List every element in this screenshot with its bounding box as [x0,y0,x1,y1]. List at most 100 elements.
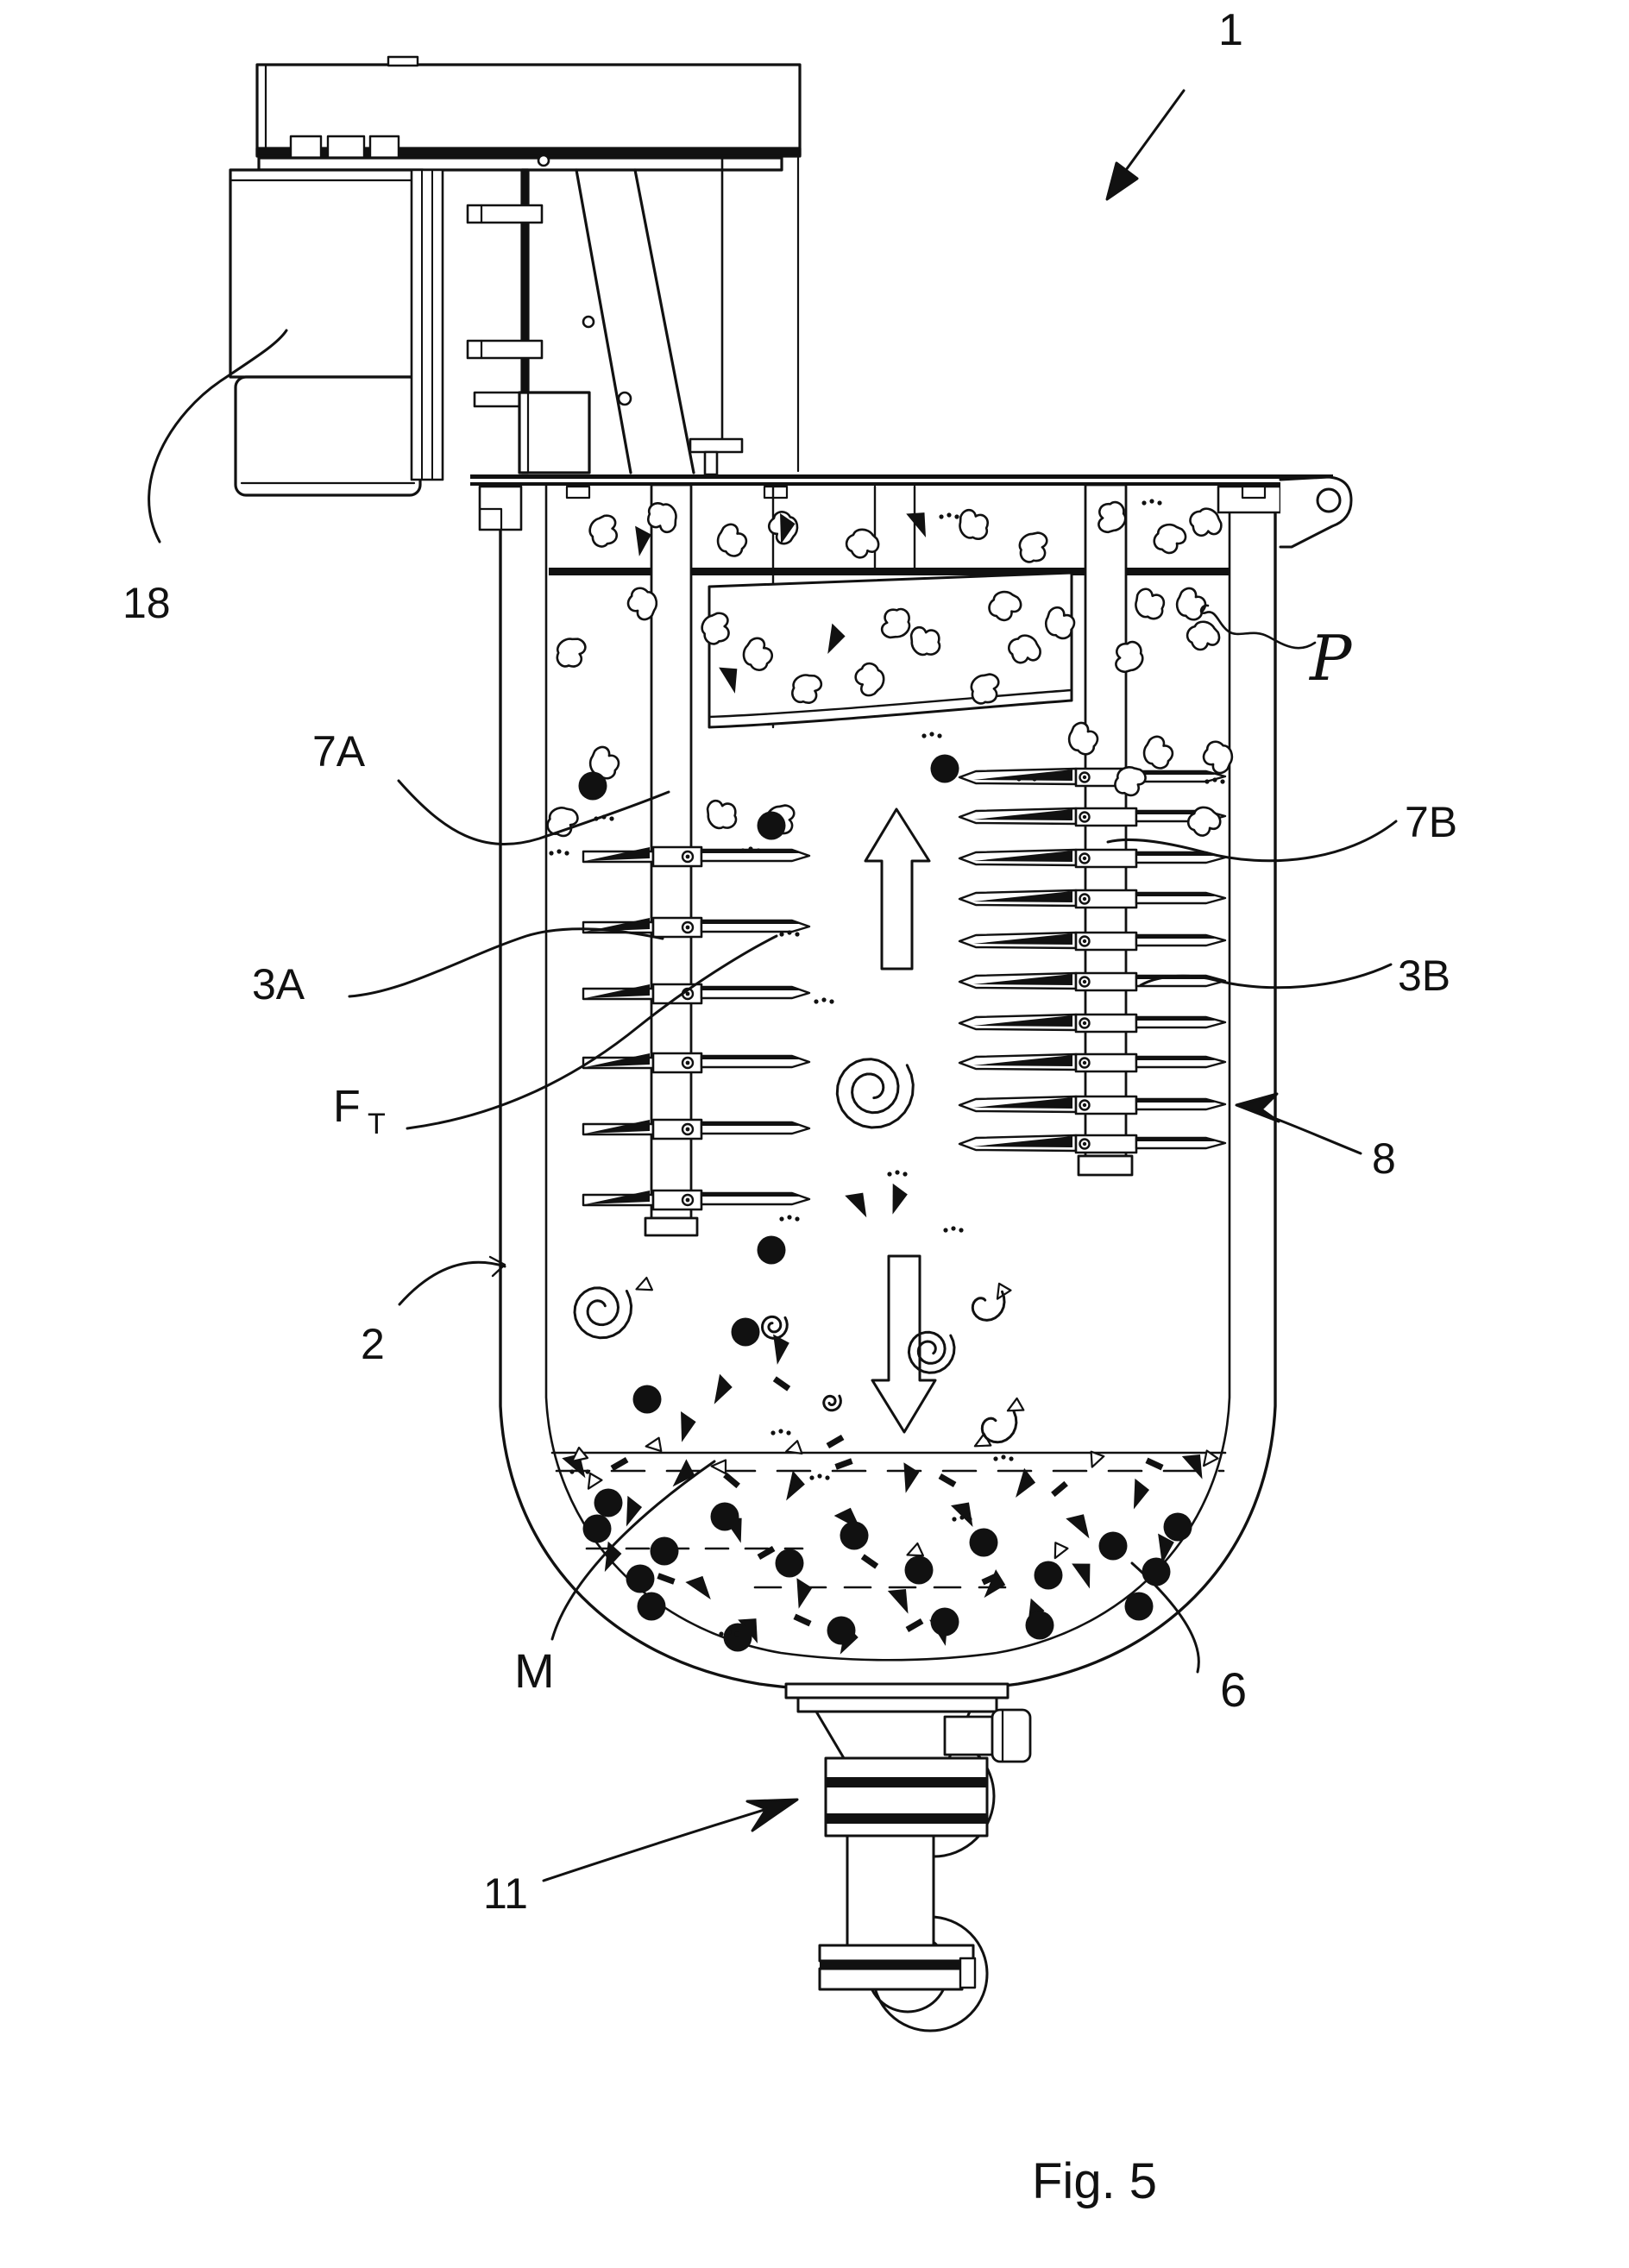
label-vessel: 2 [361,1320,385,1368]
leader-2-arrowhead [488,1255,506,1278]
open-arrowhead [785,1440,803,1454]
open-arrowhead [1203,1449,1219,1467]
blade-knife-left [585,1120,650,1134]
particle-wedge [1066,1514,1090,1539]
wood-chip [1098,500,1127,534]
blade-knife-right [973,809,1072,820]
wood-chip [1044,606,1076,640]
downflow-block-arrow [871,1254,937,1434]
leader-FT [406,934,778,1130]
particle-dot [1163,1512,1192,1542]
outlet-flange-top [784,1682,1009,1699]
mount-plate [257,156,783,172]
particle-wedge [827,623,846,654]
side-spout-cap [991,1708,1032,1763]
particle-dash [938,1473,957,1488]
blade-knife-left [585,847,650,861]
particle-wedge [780,513,796,544]
label-paddles-left: 7A [312,727,366,776]
blade-knife-right [973,1136,1072,1147]
pipe-end-flange-band [820,1961,973,1969]
particle-dot [578,771,607,801]
dot-triplet [993,1454,1014,1461]
particle-dash [793,1613,812,1627]
particle-wedge [1072,1563,1091,1589]
mount-tab-2 [326,135,366,160]
blade-row-right [958,1134,1227,1154]
open-arrowhead [710,1459,727,1475]
particle-wedge [1016,1467,1036,1498]
lug-hole [1316,487,1342,513]
drive-beam-base [255,147,802,158]
swirl [907,1330,956,1374]
particle-dash [905,1618,924,1633]
particle-dot [723,1623,752,1652]
wood-chip [742,637,774,671]
particle-dot [757,811,786,840]
blade-row-left [582,1189,811,1211]
particle-dot [626,1564,655,1593]
particle-wedge [1133,1478,1150,1510]
shaft-right-endcap [1077,1154,1134,1177]
particle-dot [632,1385,662,1414]
blade-knife-left [585,1191,650,1204]
label-mixture: M [514,1643,555,1698]
wood-chip [1186,806,1222,837]
particle-dash [723,1472,740,1489]
leader-P [1199,604,1317,650]
dot-triplet [779,1215,800,1222]
particle-wedge [719,667,738,694]
label-shaft-right: 3B [1398,952,1450,1000]
motor-bolt-lower [466,339,544,360]
blade-row-right [958,767,1227,788]
blade-row-left [582,1118,811,1140]
paddle-blade-rows [582,767,1227,1211]
dot-triplet [770,1429,791,1436]
dot-triplet [569,1467,590,1474]
dot-triplet [1016,775,1037,782]
particle-dash [860,1554,879,1569]
particle-wedge [906,512,927,537]
particle-wedge [796,1578,813,1609]
wood-chip [791,674,823,704]
blade-row-right [958,1013,1227,1033]
particle-dash [826,1434,845,1449]
vessel-lid [470,474,1353,549]
flow-indicators [550,807,1227,1589]
leader-8-arrowhead [1235,1092,1280,1123]
blade-row-left [582,983,811,1005]
wood-chip [1175,587,1207,621]
particle-dot [731,1317,760,1347]
reference-labels: 1 18 7A 3A F T 7B 3B 8 2 M 6 11 P Fig. 5 [123,5,1457,2209]
particle-dot [969,1528,998,1557]
label-paddles-right: 7B [1405,798,1457,846]
particle-dot [1034,1561,1063,1590]
pipe-end-flange-bottom [818,1967,964,1991]
particle-dot [840,1521,869,1550]
swirl [822,1394,842,1412]
particle-wedge [714,1373,733,1404]
particle-wedge [773,1334,789,1365]
particle-dot [757,1235,786,1265]
lid-plate-top [470,474,1333,479]
wood-chip [959,508,989,540]
leader-7A [397,779,670,845]
particle-wedge [892,1183,908,1215]
blade-knife-right [973,933,1072,945]
label-outlet: 11 [483,1869,528,1918]
mixture-particles [546,499,1234,1655]
swirl [835,1058,915,1129]
figure-caption: Fig. 5 [1032,2153,1157,2209]
blade-knife-left [585,918,650,932]
particle-wedge [951,1502,973,1528]
wood-chip [588,514,619,548]
dot-triplet [1142,499,1162,506]
blade-row-right [958,1052,1227,1073]
particle-dot [827,1616,856,1645]
particle-wedge [681,1411,696,1442]
lid-plate-bottom [470,482,1333,486]
label-pulp: P [1308,622,1353,694]
bolt-hole-2 [582,315,595,329]
open-arrowhead [635,1276,654,1291]
